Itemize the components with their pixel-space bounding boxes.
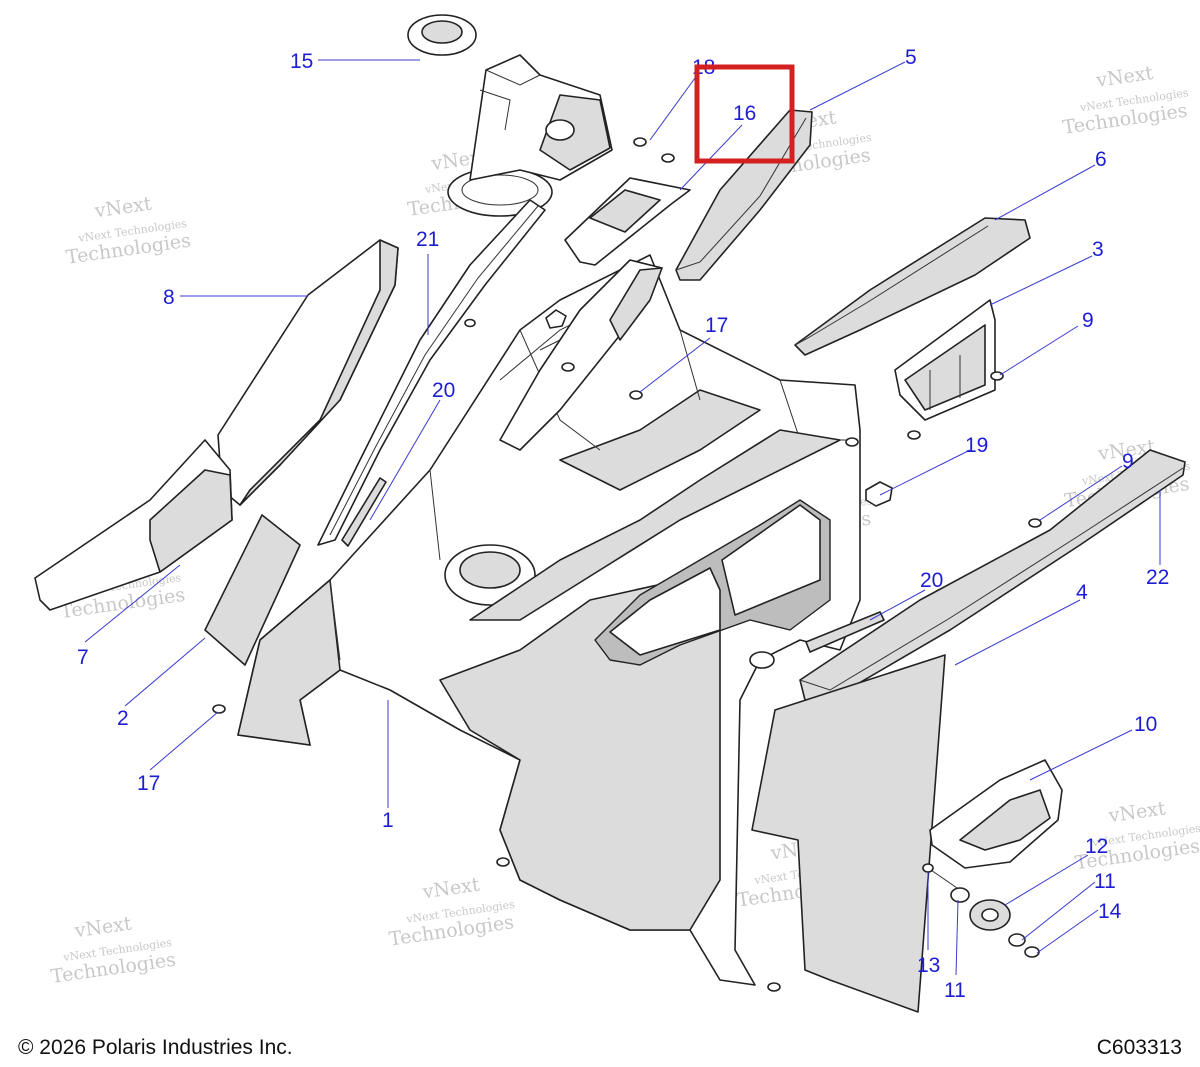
part-2-panel <box>204 514 301 666</box>
callout-17[interactable]: 17 <box>137 772 160 795</box>
watermark: vNext vNext Technologies Technologies <box>388 874 516 951</box>
watermark: vNext vNext Technologies Technologies <box>1061 62 1189 139</box>
callout-7[interactable]: 7 <box>77 646 89 669</box>
callout-21[interactable]: 21 <box>416 228 439 251</box>
watermark: vNext vNext Technologies Technologies <box>50 912 178 988</box>
callout-16[interactable]: 16 <box>733 102 756 125</box>
callout-19[interactable]: 19 <box>965 434 988 457</box>
part-14-nut <box>1024 946 1040 958</box>
svg-text:vNext: vNext <box>72 912 133 942</box>
copyright-text: © 2026 Polaris Industries Inc. <box>18 1036 293 1059</box>
callout-12[interactable]: 12 <box>1085 835 1108 858</box>
svg-text:vNext: vNext <box>1094 62 1155 92</box>
diagram-code: C603313 <box>1096 1036 1182 1059</box>
callout-9[interactable]: 9 <box>1082 309 1094 332</box>
part-17-screw <box>212 318 859 992</box>
callout-10[interactable]: 10 <box>1134 713 1157 736</box>
callout-3[interactable]: 3 <box>1092 238 1104 261</box>
svg-text:vNext: vNext <box>1106 797 1167 827</box>
callout-11[interactable]: 11 <box>944 979 966 1002</box>
callout-11[interactable]: 11 <box>1094 870 1116 893</box>
part-16-bracket <box>564 177 691 266</box>
watermark: vNext vNext Technologies Technologies <box>65 193 193 269</box>
highlight-box <box>694 64 795 164</box>
callout-22[interactable]: 22 <box>1146 566 1169 589</box>
watermark: vNext vNext Technologies Technologies <box>1074 797 1200 874</box>
part-11-spacer <box>950 887 1026 947</box>
callout-9[interactable]: 9 <box>1122 450 1134 473</box>
part-10-bracket <box>929 759 1063 869</box>
svg-text:vNext: vNext <box>420 874 481 904</box>
callout-14[interactable]: 14 <box>1098 900 1122 923</box>
callout-17[interactable]: 17 <box>705 314 728 337</box>
callout-20[interactable]: 20 <box>432 379 455 402</box>
part-15-grommet <box>407 14 477 56</box>
callout-15[interactable]: 15 <box>290 50 313 73</box>
part-4-panel <box>751 654 946 1013</box>
part-18-screw <box>633 137 675 163</box>
part-filler-bracket <box>447 54 613 217</box>
svg-text:vNext: vNext <box>92 193 153 223</box>
part-20-strip <box>341 477 885 653</box>
part-6-pad <box>794 217 1031 356</box>
callout-4[interactable]: 4 <box>1076 581 1088 604</box>
part-7-pad <box>34 439 233 611</box>
callout-20[interactable]: 20 <box>920 569 943 592</box>
leader-lines <box>84 59 1161 976</box>
callout-13[interactable]: 13 <box>917 954 940 977</box>
part-column <box>499 259 663 451</box>
callout-2[interactable]: 2 <box>117 707 129 730</box>
part-21-strip <box>317 199 546 546</box>
part-9-nut <box>907 371 1004 440</box>
part-3-vent <box>894 299 996 421</box>
part-1-console <box>237 254 861 986</box>
part-13-bolt <box>922 863 961 891</box>
callout-1[interactable]: 1 <box>382 809 394 832</box>
callout-8[interactable]: 8 <box>163 286 175 309</box>
callout-5[interactable]: 5 <box>905 46 917 69</box>
part-19-clip <box>545 309 893 507</box>
callout-6[interactable]: 6 <box>1095 148 1107 171</box>
part-12-isolator <box>969 899 1011 931</box>
